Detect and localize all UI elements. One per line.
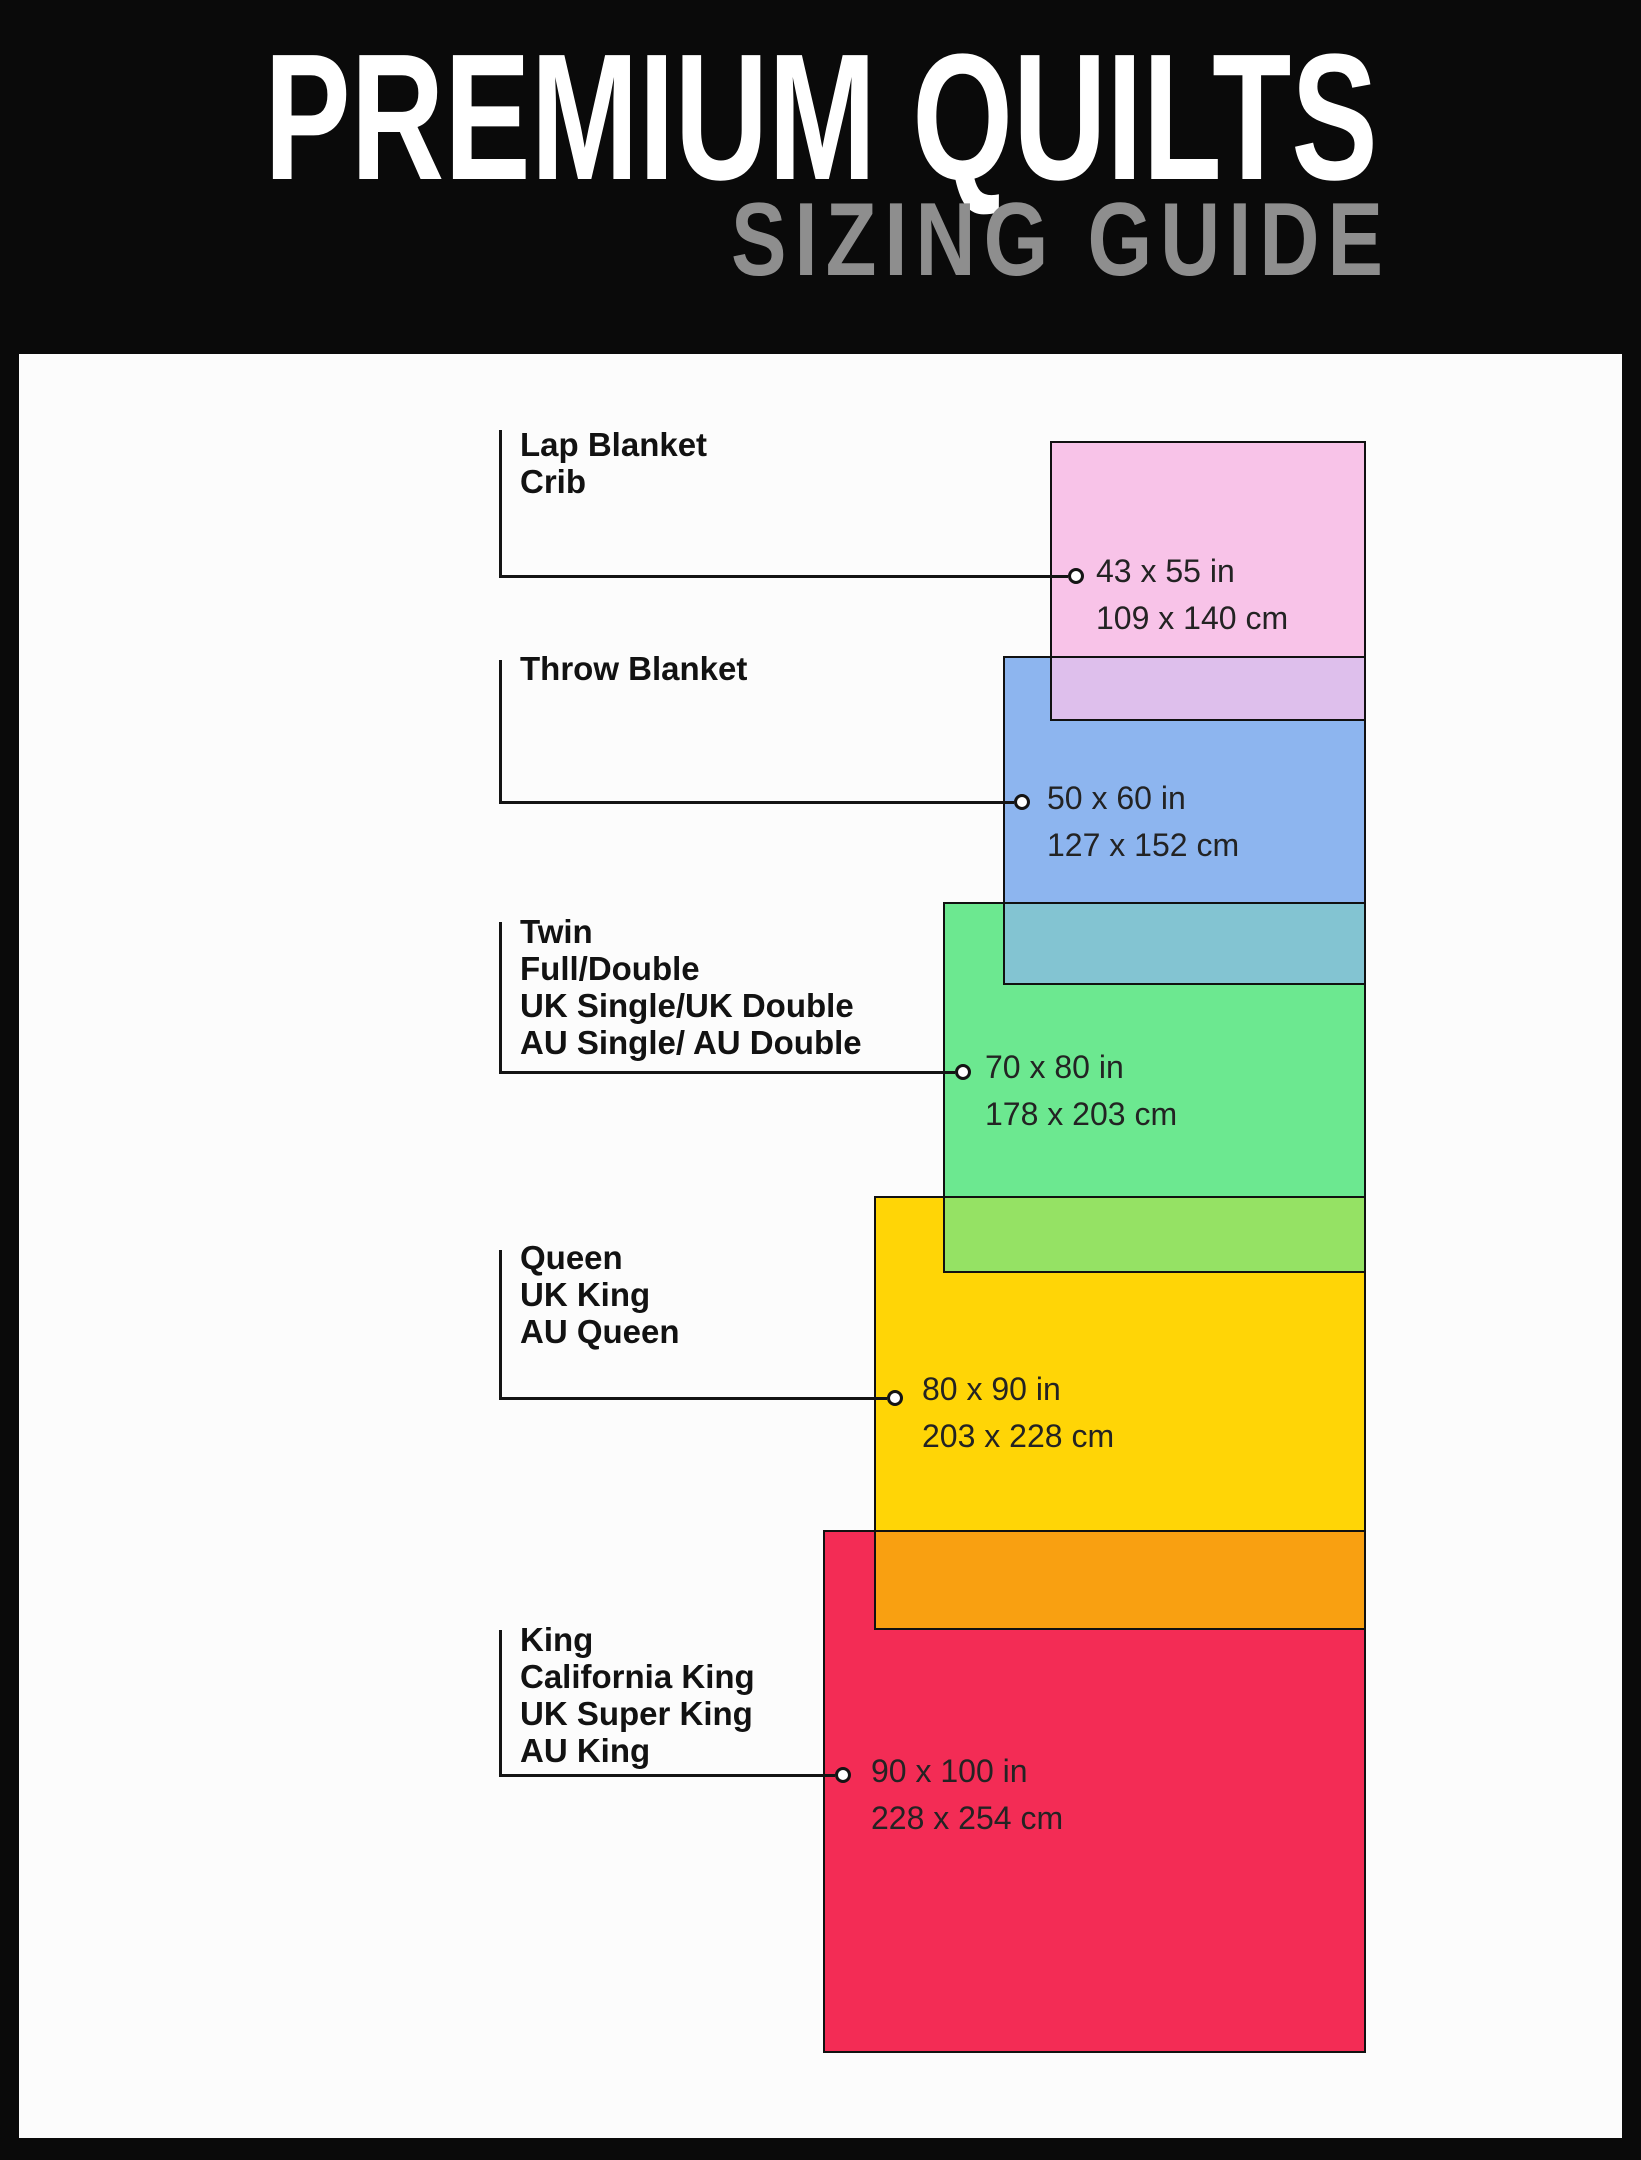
size-dimensions-twin: 70 x 80 in 178 x 203 cm [985, 1044, 1177, 1138]
connector-vertical-line [499, 1630, 502, 1776]
page-title: PREMIUM QUILTS [263, 17, 1378, 218]
size-names-twin: Twin Full/Double UK Single/UK Double AU … [520, 913, 862, 1061]
connector-horizontal-line [499, 1774, 835, 1777]
dimension-centimeters: 127 x 152 cm [1047, 827, 1240, 863]
connector-vertical-line [499, 1250, 502, 1399]
size-names-lap-blanket-crib: Lap Blanket Crib [520, 426, 707, 500]
size-name: AU Queen [520, 1313, 680, 1350]
connector-vertical-line [499, 430, 502, 577]
size-dimensions-lap-blanket-crib: 43 x 55 in 109 x 140 cm [1096, 548, 1288, 642]
overlap-twin-queen [943, 1196, 1366, 1273]
dimension-centimeters: 178 x 203 cm [985, 1096, 1178, 1132]
size-name: UK King [520, 1276, 651, 1313]
connector-horizontal-line [499, 1071, 955, 1074]
content-panel [19, 354, 1622, 2138]
dimension-inches: 50 x 60 in [1047, 780, 1186, 816]
size-dimensions-king: 90 x 100 in 228 x 254 cm [871, 1748, 1063, 1842]
size-name: UK Single/UK Double [520, 987, 854, 1024]
size-dimensions-queen: 80 x 90 in 203 x 228 cm [922, 1366, 1114, 1460]
page-subtitle: SIZING GUIDE [731, 182, 1391, 298]
connector-vertical-line [499, 660, 502, 803]
dimension-centimeters: 109 x 140 cm [1096, 600, 1289, 636]
size-names-queen: Queen UK King AU Queen [520, 1239, 680, 1350]
size-names-throw-blanket: Throw Blanket [520, 650, 747, 687]
size-name: Twin [520, 913, 593, 950]
dimension-inches: 90 x 100 in [871, 1753, 1028, 1789]
dimension-centimeters: 228 x 254 cm [871, 1800, 1064, 1836]
connector-vertical-line [499, 922, 502, 1073]
size-name: AU King [520, 1732, 651, 1769]
size-name: Crib [520, 463, 586, 500]
overlap-lap-blanket-throw [1050, 656, 1366, 721]
connector-horizontal-line [499, 1397, 887, 1400]
dimension-centimeters: 203 x 228 cm [922, 1418, 1115, 1454]
overlap-throw-twin [1003, 902, 1366, 985]
marker-dot [1014, 794, 1030, 810]
size-name: AU Single/ AU Double [520, 1024, 862, 1061]
marker-dot [835, 1767, 851, 1783]
header: PREMIUM QUILTS SIZING GUIDE [0, 0, 1641, 354]
size-name: California King [520, 1658, 755, 1695]
connector-horizontal-line [499, 801, 1014, 804]
marker-dot [887, 1390, 903, 1406]
connector-horizontal-line [499, 575, 1068, 578]
dimension-inches: 80 x 90 in [922, 1371, 1061, 1407]
marker-dot [1068, 568, 1084, 584]
size-name: Queen [520, 1239, 623, 1276]
marker-dot [955, 1064, 971, 1080]
dimension-inches: 70 x 80 in [985, 1049, 1124, 1085]
dimension-inches: 43 x 55 in [1096, 553, 1235, 589]
size-names-king: King California King UK Super King AU Ki… [520, 1621, 755, 1769]
size-name: Full/Double [520, 950, 700, 987]
size-name: UK Super King [520, 1695, 753, 1732]
overlap-queen-king [874, 1530, 1366, 1630]
size-name: Throw Blanket [520, 650, 748, 687]
size-name: Lap Blanket [520, 426, 708, 463]
size-dimensions-throw-blanket: 50 x 60 in 127 x 152 cm [1047, 775, 1239, 869]
size-name: King [520, 1621, 594, 1658]
